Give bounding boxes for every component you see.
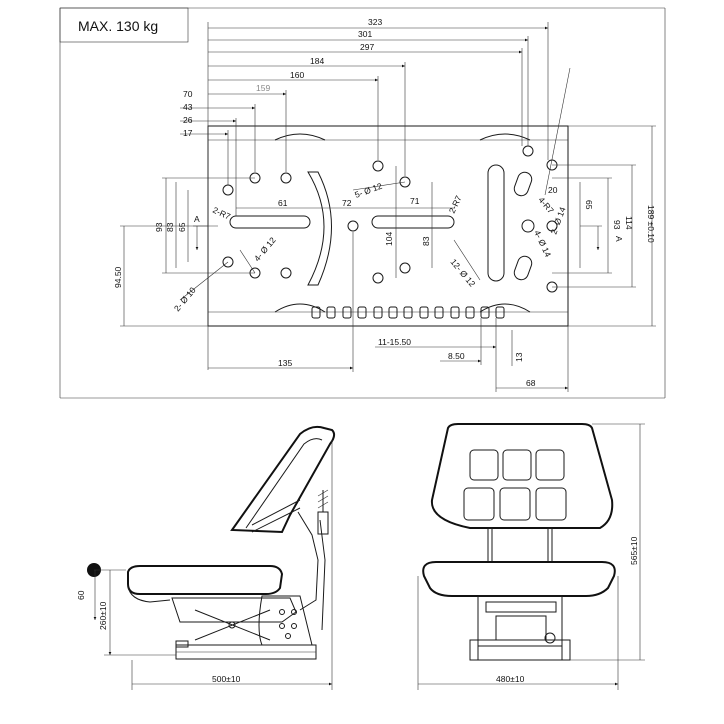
section-mark-right: A [614, 236, 624, 242]
dim-184: 184 [310, 56, 324, 66]
dim-43: 43 [183, 102, 193, 112]
dim-61: 61 [278, 198, 288, 208]
dim-260: 260±10 [98, 601, 108, 630]
dim-60: 60 [76, 590, 86, 600]
dim-135: 135 [278, 358, 292, 368]
dim-189: 189 ±0.10 [646, 205, 656, 243]
dim-323: 323 [368, 17, 382, 27]
dim-68: 68 [526, 378, 536, 388]
front-view-seat [422, 423, 616, 661]
dim-159: 159 [256, 83, 270, 93]
dim-565: 565±10 [629, 536, 639, 565]
dim-65-right: 65 [584, 200, 594, 210]
dim-2-holes-10: 2- Ø 10 [172, 285, 198, 313]
dim-11-15-50: 11-15.50 [378, 337, 411, 347]
dim-93-left: 93 [154, 222, 164, 232]
dim-12-holes-12: 12- Ø 12 [448, 257, 477, 289]
dim-65-left: 65 [177, 222, 187, 232]
dim-72: 72 [342, 198, 352, 208]
dim-500: 500±10 [212, 674, 241, 684]
front-dimension-lines [417, 423, 645, 690]
dim-70: 70 [183, 89, 193, 99]
top-panel-frame [59, 7, 666, 399]
dim-71: 71 [410, 196, 420, 206]
side-dimension-lines [93, 440, 333, 690]
dim-8-50: 8.50 [448, 351, 465, 361]
dim-114: 114 [624, 216, 634, 230]
base-plate [207, 125, 569, 327]
bottom-dimension-lines [208, 232, 569, 392]
vertical-dimension-lines [120, 125, 656, 327]
dim-2-r7-right: 2-R7 [447, 194, 464, 215]
side-view-seat [127, 425, 336, 660]
section-arrows [193, 225, 602, 250]
max-load-label: MAX. 130 kg [78, 18, 158, 34]
dim-17: 17 [183, 128, 193, 138]
dim-93-right: 93 [612, 220, 622, 230]
dim-4-holes-12: 4- Ø 12 [252, 235, 278, 263]
dim-104: 104 [384, 232, 394, 246]
dim-297: 297 [360, 42, 374, 52]
section-mark-left: A [194, 214, 200, 224]
dim-83-center: 83 [421, 236, 431, 246]
inner-dimension-lines [179, 67, 571, 301]
dim-2-r7-left: 2-R7 [211, 205, 232, 222]
dim-301: 301 [358, 29, 372, 39]
top-dimension-lines [180, 22, 549, 370]
backrest-panels [463, 449, 567, 521]
dim-13: 13 [514, 352, 524, 362]
bottom-hole-row [311, 306, 505, 319]
dim-94-50: 94.50 [113, 266, 123, 288]
dim-5-holes-12: 5- Ø 12 [353, 181, 383, 200]
dim-4-r7: 4-R7 [536, 195, 556, 216]
dim-20-deg: 20 [548, 185, 558, 195]
dim-160: 160 [290, 70, 304, 80]
dim-480: 480±10 [496, 674, 525, 684]
dim-26: 26 [183, 115, 193, 125]
dim-83-left: 83 [165, 222, 175, 232]
